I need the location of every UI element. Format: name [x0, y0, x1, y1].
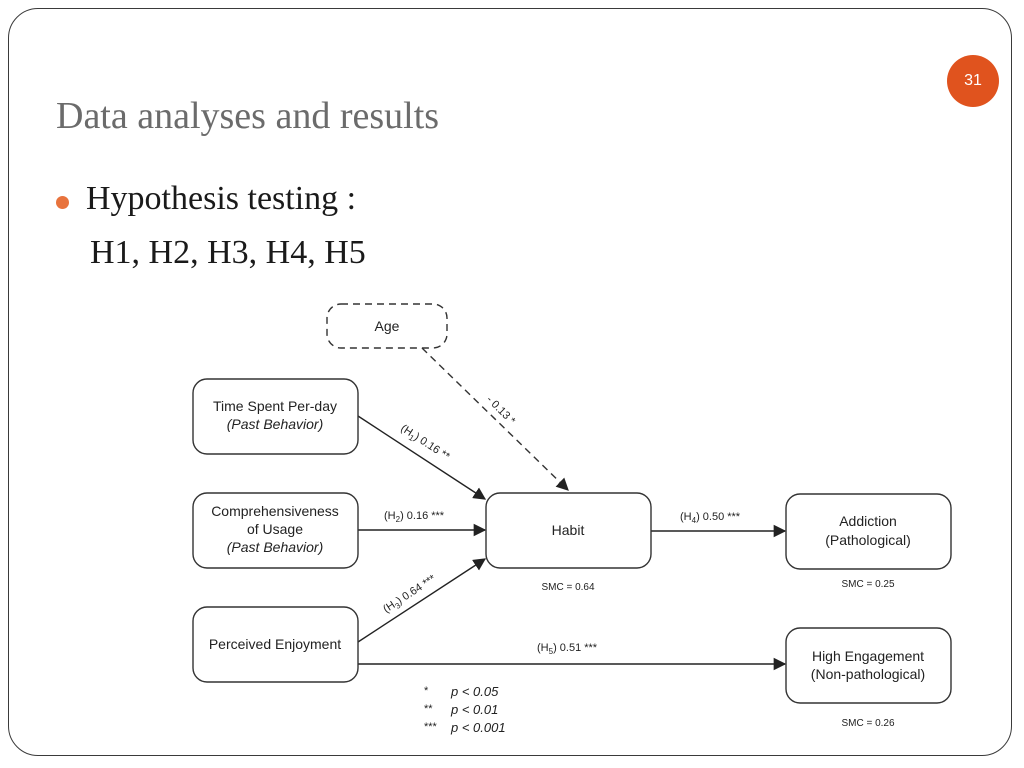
significance-legend: * p < 0.05 ** p < 0.01 *** p < 0.001	[424, 684, 506, 735]
node-comprehensiveness: Comprehensiveness of Usage (Past Behavio…	[192, 492, 359, 569]
legend-text-1: p < 0.05	[450, 684, 499, 699]
edge-h3	[357, 558, 487, 643]
node-habit: Habit	[485, 492, 652, 569]
node-time-spent-line1: Time Spent Per-day	[213, 398, 337, 414]
node-habit-label: Habit	[552, 522, 585, 538]
legend-text-3: p < 0.001	[450, 720, 506, 735]
slide-title: Data analyses and results	[56, 95, 440, 137]
node-comprehensiveness-line1: Comprehensiveness	[211, 503, 339, 519]
bullet-dot-icon	[56, 196, 69, 209]
node-age-label: Age	[375, 318, 400, 334]
node-engagement: High Engagement (Non-pathological)	[785, 627, 952, 704]
node-addiction: Addiction (Pathological)	[785, 493, 952, 570]
page-number-badge: 31	[947, 55, 999, 107]
edge-h1-label: (H1) 0.16 **	[397, 422, 452, 465]
edge-age-label: - 0.13 *	[484, 394, 518, 428]
node-enjoyment: Perceived Enjoyment	[192, 606, 359, 683]
node-enjoyment-label: Perceived Enjoyment	[209, 636, 341, 652]
edge-h5-label: (H5) 0.51 ***	[537, 642, 598, 656]
node-comprehensiveness-line3: (Past Behavior)	[227, 539, 323, 555]
legend-text-2: p < 0.01	[450, 702, 498, 717]
node-time-spent: Time Spent Per-day (Past Behavior)	[192, 378, 359, 455]
node-addiction-line2: (Pathological)	[825, 532, 911, 548]
node-addiction-line1: Addiction	[839, 513, 897, 529]
bullet-hypothesis-testing: Hypothesis testing :	[86, 180, 357, 217]
node-comprehensiveness-line2: of Usage	[247, 521, 303, 537]
smc-engagement: SMC = 0.26	[841, 718, 895, 729]
edge-age-habit	[421, 347, 569, 491]
smc-habit: SMC = 0.64	[541, 582, 595, 593]
edge-h2-label: (H2) 0.16 ***	[384, 510, 445, 524]
node-engagement-line1: High Engagement	[812, 648, 924, 664]
legend-stars-1: *	[424, 685, 429, 697]
smc-addiction: SMC = 0.25	[841, 579, 895, 590]
bullet-hypothesis-list: H1, H2, H3, H4, H5	[90, 234, 366, 271]
edge-h4-label: (H4) 0.50 ***	[680, 511, 741, 525]
edge-h1	[357, 415, 487, 500]
node-age: Age	[326, 303, 448, 349]
legend-stars-3: ***	[424, 721, 438, 733]
node-engagement-line2: (Non-pathological)	[811, 666, 925, 682]
page-number: 31	[964, 72, 982, 89]
legend-stars-2: **	[424, 703, 433, 715]
node-time-spent-line2: (Past Behavior)	[227, 416, 323, 432]
slide-frame	[8, 8, 1012, 756]
